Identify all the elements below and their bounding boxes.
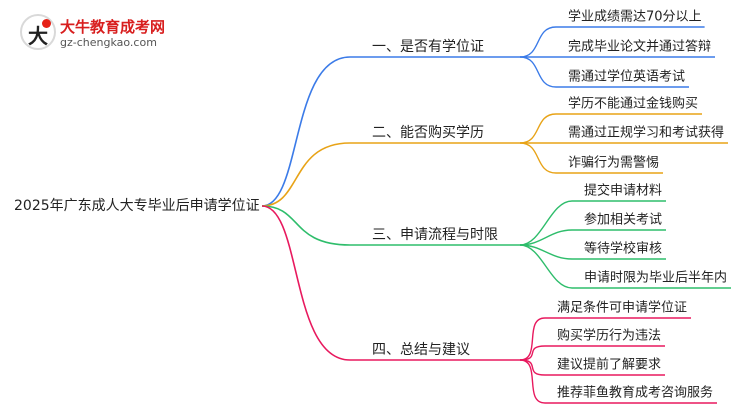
leaf-node-label: 满足条件可申请学位证 xyxy=(557,300,687,316)
leaf-node-label: 等待学校审核 xyxy=(584,241,662,257)
branch-node-label: 一、是否有学位证 xyxy=(372,39,484,55)
leaf-node-label: 参加相关考试 xyxy=(584,212,662,228)
branch-connector xyxy=(261,205,351,246)
logo-url: gz-chengkao.com xyxy=(60,36,157,49)
leaf-connector xyxy=(519,345,546,361)
leaf-node-label: 建议提前了解要求 xyxy=(557,357,661,373)
branch-node-label: 四、总结与建议 xyxy=(372,342,470,358)
mindmap-nodes: 2025年广东成人大专毕业后申请学位证 一、是否有学位证 学业成绩需达70分以上完成… xyxy=(14,9,727,401)
leaf-node-label: 需通过学位英语考试 xyxy=(568,69,685,85)
leaf-node-label: 提交申请材料 xyxy=(584,183,662,199)
leaf-node-label: 学历不能通过金钱购买 xyxy=(568,96,698,112)
leaf-connector xyxy=(519,200,573,246)
leaf-node-label: 购买学历行为违法 xyxy=(557,328,661,344)
leaf-node-label: 诈骗行为需警惕 xyxy=(568,155,659,171)
leaf-node-label: 需通过正规学习和考试获得 xyxy=(568,125,724,141)
root-node-label: 2025年广东成人大专毕业后申请学位证 xyxy=(14,198,260,214)
leaf-node-label: 申请时限为毕业后半年内 xyxy=(584,270,727,286)
leaf-connector xyxy=(519,56,557,88)
leaf-connector xyxy=(519,359,546,376)
site-logo: 大 大牛教育成考网 gz-chengkao.com xyxy=(20,14,210,54)
leaf-node-label: 学业成绩需达70分以上 xyxy=(568,9,702,25)
leaf-connector xyxy=(519,113,557,144)
leaf-node-label: 完成毕业论文并通过答辩 xyxy=(568,39,711,55)
leaf-connector xyxy=(519,142,557,174)
branch-connector xyxy=(261,56,351,207)
logo-name: 大牛教育成考网 xyxy=(60,18,166,36)
leaf-connector xyxy=(519,26,557,58)
leaf-node-label: 推荐菲鱼教育成考咨询服务 xyxy=(557,385,713,401)
branch-node-label: 二、能否购买学历 xyxy=(372,125,484,141)
branch-connector xyxy=(261,205,351,361)
mindmap-links xyxy=(261,26,731,404)
branch-node-label: 三、申请流程与时限 xyxy=(372,227,498,243)
branch-connector xyxy=(261,142,351,207)
leaf-connector xyxy=(519,359,546,404)
logo-badge-icon: 大 xyxy=(20,14,56,50)
leaf-connector xyxy=(519,317,546,361)
leaf-connector xyxy=(519,244,573,289)
